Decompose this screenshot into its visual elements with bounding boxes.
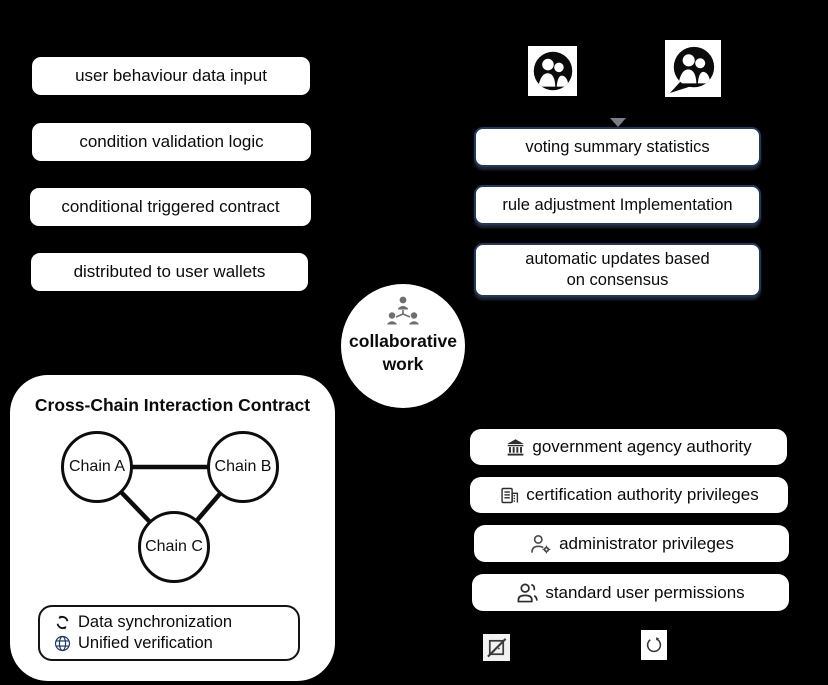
flow-box-conditional-contract: conditional triggered contract [30, 188, 311, 226]
globe-icon [54, 635, 71, 652]
permission-label: certification authority privileges [526, 485, 759, 504]
flow-box-label: conditional triggered contract [61, 197, 280, 216]
permission-label: government agency authority [532, 437, 752, 456]
flow-box-condition-validation: condition validation logic [32, 123, 311, 161]
flow-box-label: rule adjustment Implementation [502, 195, 733, 214]
flow-box-label: automatic updates based on consensus [525, 250, 710, 289]
permission-box-standard-user: standard user permissions [472, 574, 789, 611]
chain-a-label: Chain A [68, 458, 126, 475]
flow-box-user-behaviour: user behaviour data input [32, 57, 310, 95]
flow-box-automatic-updates: automatic updates based on consensus [474, 243, 761, 297]
feature-row-sync: Data synchronization [54, 613, 298, 632]
chain-c-label: Chain C [145, 538, 203, 555]
flow-box-label: voting summary statistics [525, 137, 710, 156]
user-group-circle-icon [528, 46, 577, 96]
collaborative-work-label: collaborative work [349, 331, 457, 374]
sync-icon [56, 615, 69, 630]
cross-chain-title: Cross-Chain Interaction Contract [34, 395, 311, 415]
chain-a-node: Chain A [61, 431, 133, 503]
flow-box-label: distributed to user wallets [73, 262, 266, 281]
chain-b-label: Chain B [214, 458, 272, 475]
flow-box-label: user behaviour data input [75, 66, 267, 85]
refresh-icon [641, 630, 667, 660]
permission-box-government: government agency authority [470, 429, 787, 465]
feature-label: Unified verification [78, 634, 213, 652]
permission-box-administrator: administrator privileges [474, 525, 789, 562]
org-hierarchy-people-icon [387, 296, 419, 325]
flow-box-distributed-wallets: distributed to user wallets [31, 253, 308, 291]
user-group-discussion-icon [665, 40, 721, 97]
certificate-building-icon [501, 487, 519, 503]
broken-image-icon [483, 634, 510, 661]
flow-box-voting-summary: voting summary statistics [474, 127, 761, 167]
permission-box-certification: certification authority privileges [470, 477, 788, 513]
bank-icon [507, 438, 525, 456]
chain-b-node: Chain B [207, 431, 279, 503]
connector-arrowhead-icon [610, 118, 626, 127]
cross-chain-features-box: Data synchronization Unified verificatio… [38, 605, 300, 661]
permission-label: administrator privileges [559, 533, 734, 553]
admin-person-gear-icon [531, 534, 551, 553]
flow-box-rule-adjustment: rule adjustment Implementation [474, 185, 761, 225]
feature-row-globe: Unified verification [54, 634, 298, 653]
chain-c-node: Chain C [138, 511, 210, 583]
collaborative-work-node: collaborative work [341, 284, 465, 408]
flow-box-label: condition validation logic [79, 132, 264, 151]
permission-label: standard user permissions [545, 582, 745, 602]
standard-users-icon [517, 583, 539, 603]
feature-label: Data synchronization [78, 613, 233, 631]
cross-chain-contract-panel: Cross-Chain Interaction Contract Chain A… [10, 375, 335, 681]
